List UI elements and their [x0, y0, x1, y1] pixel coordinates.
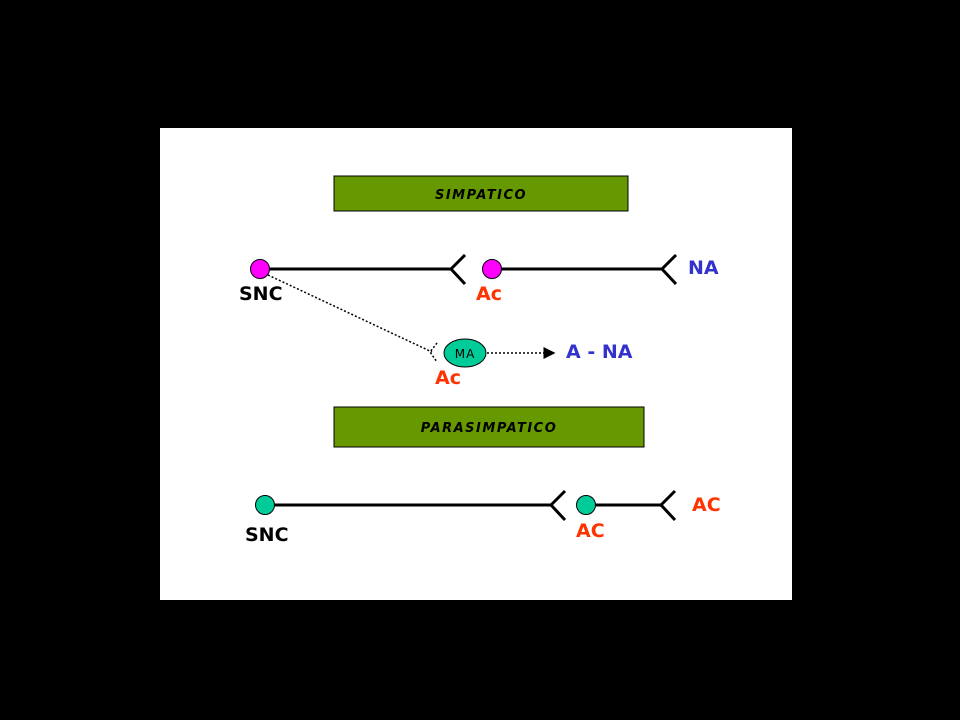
parasympathetic-postganglionic-terminal [658, 489, 677, 522]
sympathetic-title-box: SIMPATICO [333, 175, 629, 212]
parasympathetic-title-box: PARASIMPATICO [333, 406, 645, 448]
sympathetic-title: SIMPATICO [435, 188, 527, 203]
sympathetic-cns-soma [250, 259, 270, 279]
parasympathetic-preganglionic-terminal [548, 489, 567, 522]
sympathetic-postganglionic-terminal [659, 253, 678, 286]
parasympathetic-ganglion-soma [576, 495, 596, 515]
sympathetic-preganglionic-neuron [250, 253, 467, 286]
sympathetic-ganglion-label: Ac [476, 283, 502, 305]
parasympathetic-ganglion-label: AC [576, 520, 605, 542]
parasympathetic-postganglionic-neuron [576, 489, 677, 522]
parasympathetic-preganglionic-neuron [255, 489, 567, 522]
sympathetic-ganglion-soma [482, 259, 502, 279]
sympathetic-effector-label: NA [688, 257, 719, 279]
medulla-dotted-axon [267, 274, 433, 353]
parasympathetic-cns-label: SNC [245, 524, 289, 546]
parasympathetic-title: PARASIMPATICO [421, 421, 558, 436]
adrenal-medulla-pathway: MA [267, 274, 556, 368]
parasympathetic-cns-soma [255, 495, 275, 515]
sympathetic-postganglionic-neuron [482, 253, 678, 286]
sympathetic-cns-label: SNC [239, 283, 283, 305]
adrenal-medulla-cell [443, 338, 487, 368]
medulla-dotted-terminal [429, 342, 438, 363]
medulla-label: MA [455, 347, 476, 361]
parasympathetic-effector-label: AC [692, 494, 721, 516]
medulla-output-label: A - NA [566, 341, 633, 363]
sympathetic-preganglionic-terminal [448, 253, 467, 286]
parasympathetic-title-rect [333, 406, 645, 448]
medulla-input-label: Ac [435, 367, 461, 389]
sympathetic-title-rect [333, 175, 629, 212]
